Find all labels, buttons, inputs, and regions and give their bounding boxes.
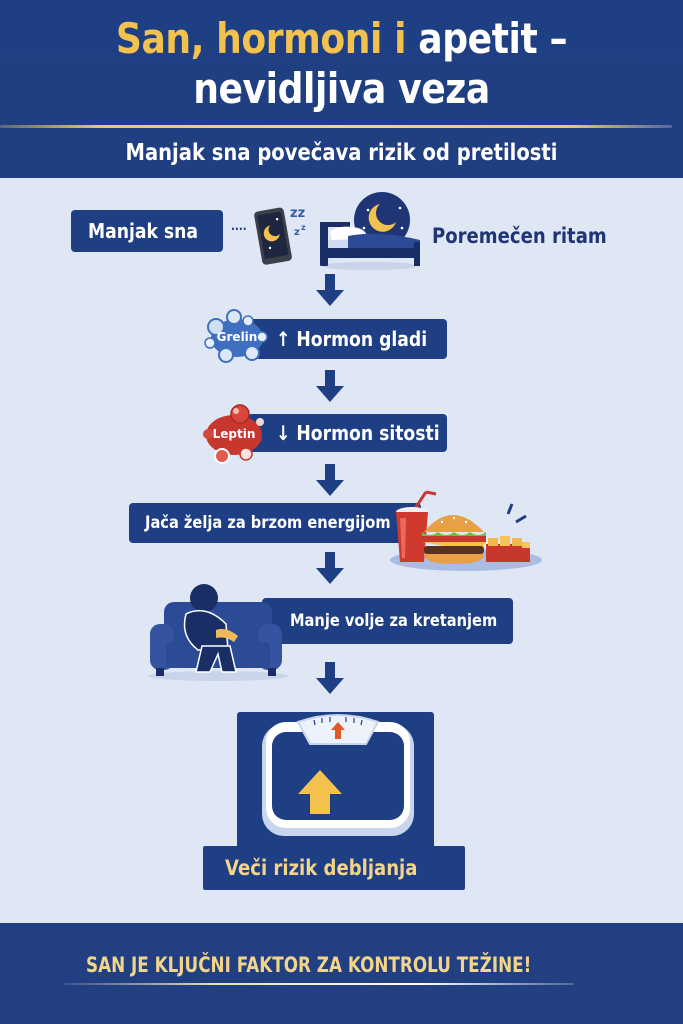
title-highlight: San, hormoni i (115, 14, 407, 63)
step-label: Veči rizik debljanja (225, 856, 418, 880)
flow-arrow-icon (316, 370, 344, 404)
step-hormon-gladi: ↑ Hormon gladi (248, 319, 447, 359)
step-label: Manjak sna (88, 219, 198, 243)
step-label: Hormon sitosti (296, 421, 440, 445)
step-label: Jača želja za brzom energijom (145, 513, 391, 533)
page-title-line2: nevidljiva veza (193, 64, 490, 113)
bed-icon (320, 192, 420, 270)
scale-icon (262, 714, 414, 836)
step-manje-kretanja: Manje volje za kretanjem (262, 598, 513, 644)
svg-text:z: z (294, 227, 300, 238)
up-arrow-icon: ↑ (276, 327, 291, 351)
footer-banner: SAN JE KLJUČNI FAKTOR ZA KONTROLU TEŽINE… (0, 923, 683, 1024)
leptin-label: Leptin (212, 427, 256, 441)
grelin-molecule-icon: Grelin (204, 309, 270, 365)
step-label: Hormon gladi (296, 327, 428, 351)
soda-cup-icon (396, 490, 437, 562)
fast-food-icon (390, 490, 542, 571)
svg-text:z: z (301, 223, 306, 232)
step-manjak-sna: Manjak sna (71, 210, 223, 252)
step-brza-energija: Jača želja za brzom energijom (129, 503, 421, 543)
title-divider (0, 125, 672, 128)
fries-icon (486, 536, 530, 562)
footer-tagline: SAN JE KLJUČNI FAKTOR ZA KONTROLU TEŽINE… (86, 953, 532, 977)
up-arrow-icon (298, 770, 342, 814)
page-title: San, hormoni i apetit – (48, 14, 635, 64)
dotted-connector: ···· (231, 222, 247, 236)
grelin-label: Grelin (216, 330, 258, 344)
needle-arrow-icon (331, 722, 345, 739)
flow-arrow-icon (316, 464, 344, 498)
down-arrow-icon: ↓ (276, 421, 291, 445)
step-hormon-sitosti: ↓ Hormon sitosti (248, 414, 447, 452)
footer-underline (64, 983, 574, 985)
flow-arrow-icon (316, 552, 344, 586)
svg-text:zz: zz (290, 206, 305, 221)
poremecen-ritam-text: Poremečen ritam (432, 224, 607, 248)
phone-moon-icon (254, 207, 292, 265)
burger-icon (422, 515, 486, 564)
leptin-molecule-icon: Leptin (200, 404, 268, 464)
zzz-icon: zz z z (290, 206, 306, 238)
person-on-couch-icon (148, 584, 288, 681)
step-rizik-debljanja: Veči rizik debljanja (203, 846, 465, 890)
flow-arrow-icon (316, 662, 344, 696)
header-banner: San, hormoni i apetit – nevidljiva veza … (0, 0, 683, 178)
title-rest: apetit – (418, 14, 568, 63)
step-label: Manje volje za kretanjem (290, 611, 498, 631)
page-subtitle: Manjak sna povečava rizik od pretilosti (125, 140, 558, 166)
flow-arrow-icon (316, 274, 344, 308)
